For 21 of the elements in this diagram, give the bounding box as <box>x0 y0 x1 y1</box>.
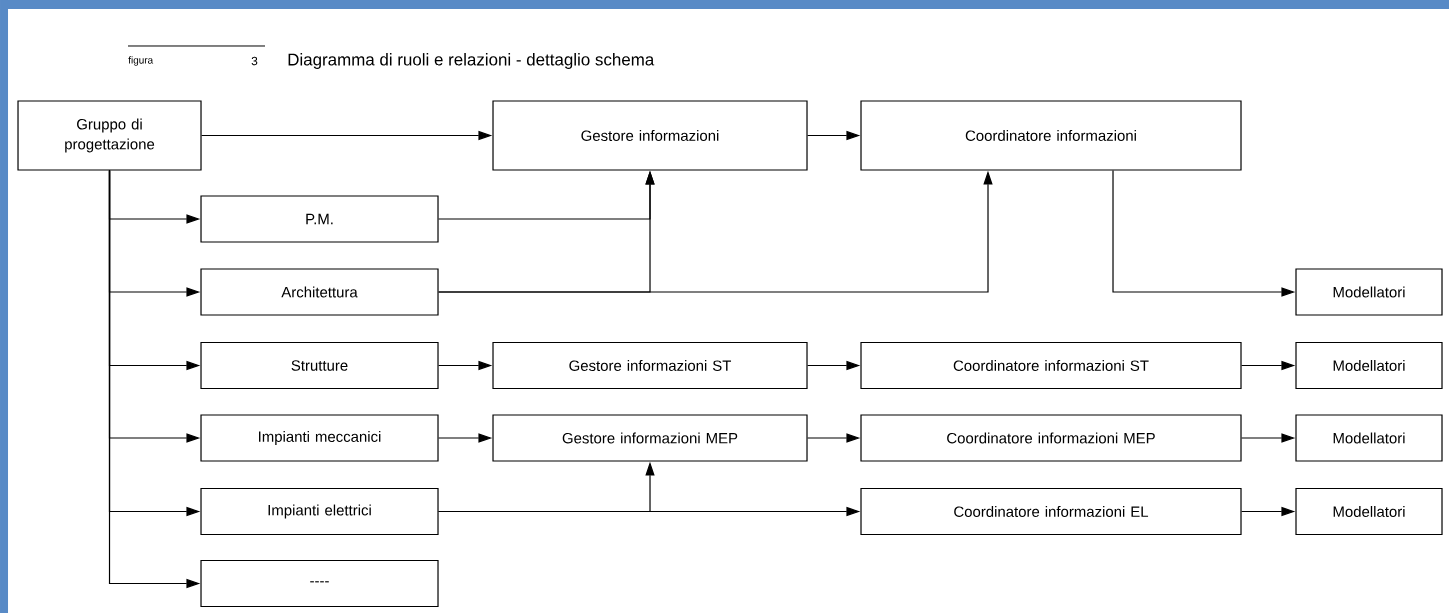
figure-label: figura <box>128 56 154 66</box>
process-box: Coordinatore informazioni ST <box>860 341 1242 390</box>
process-box: Architettura <box>200 268 439 316</box>
process-box: Coordinatore informazioni <box>860 100 1242 171</box>
process-box: Gestore informazioni MEP <box>492 414 808 462</box>
process-box: Coordinatore informazioni EL <box>860 487 1242 536</box>
figure-label: 3 <box>251 56 258 66</box>
process-box: ---- <box>200 559 439 608</box>
process-box: Modellatori <box>1295 487 1443 536</box>
process-box: Gruppo di progettazione <box>17 100 202 171</box>
process-box: Impianti meccanici <box>200 414 439 462</box>
process-box: Gestore informazioni ST <box>492 341 808 390</box>
process-box: Gestore informazioni <box>492 100 808 171</box>
title: Diagramma di ruoli e relazioni - dettaglio schema <box>288 53 655 69</box>
process-box: Impianti elettrici <box>200 487 439 536</box>
process-box: Modellatori <box>1295 341 1443 390</box>
process-box: Modellatori <box>1295 268 1443 316</box>
process-box: Strutture <box>200 341 439 390</box>
process-box: P.M. <box>200 195 439 243</box>
process-box: Coordinatore informazioni MEP <box>860 414 1242 462</box>
process-box: Modellatori <box>1295 414 1443 462</box>
